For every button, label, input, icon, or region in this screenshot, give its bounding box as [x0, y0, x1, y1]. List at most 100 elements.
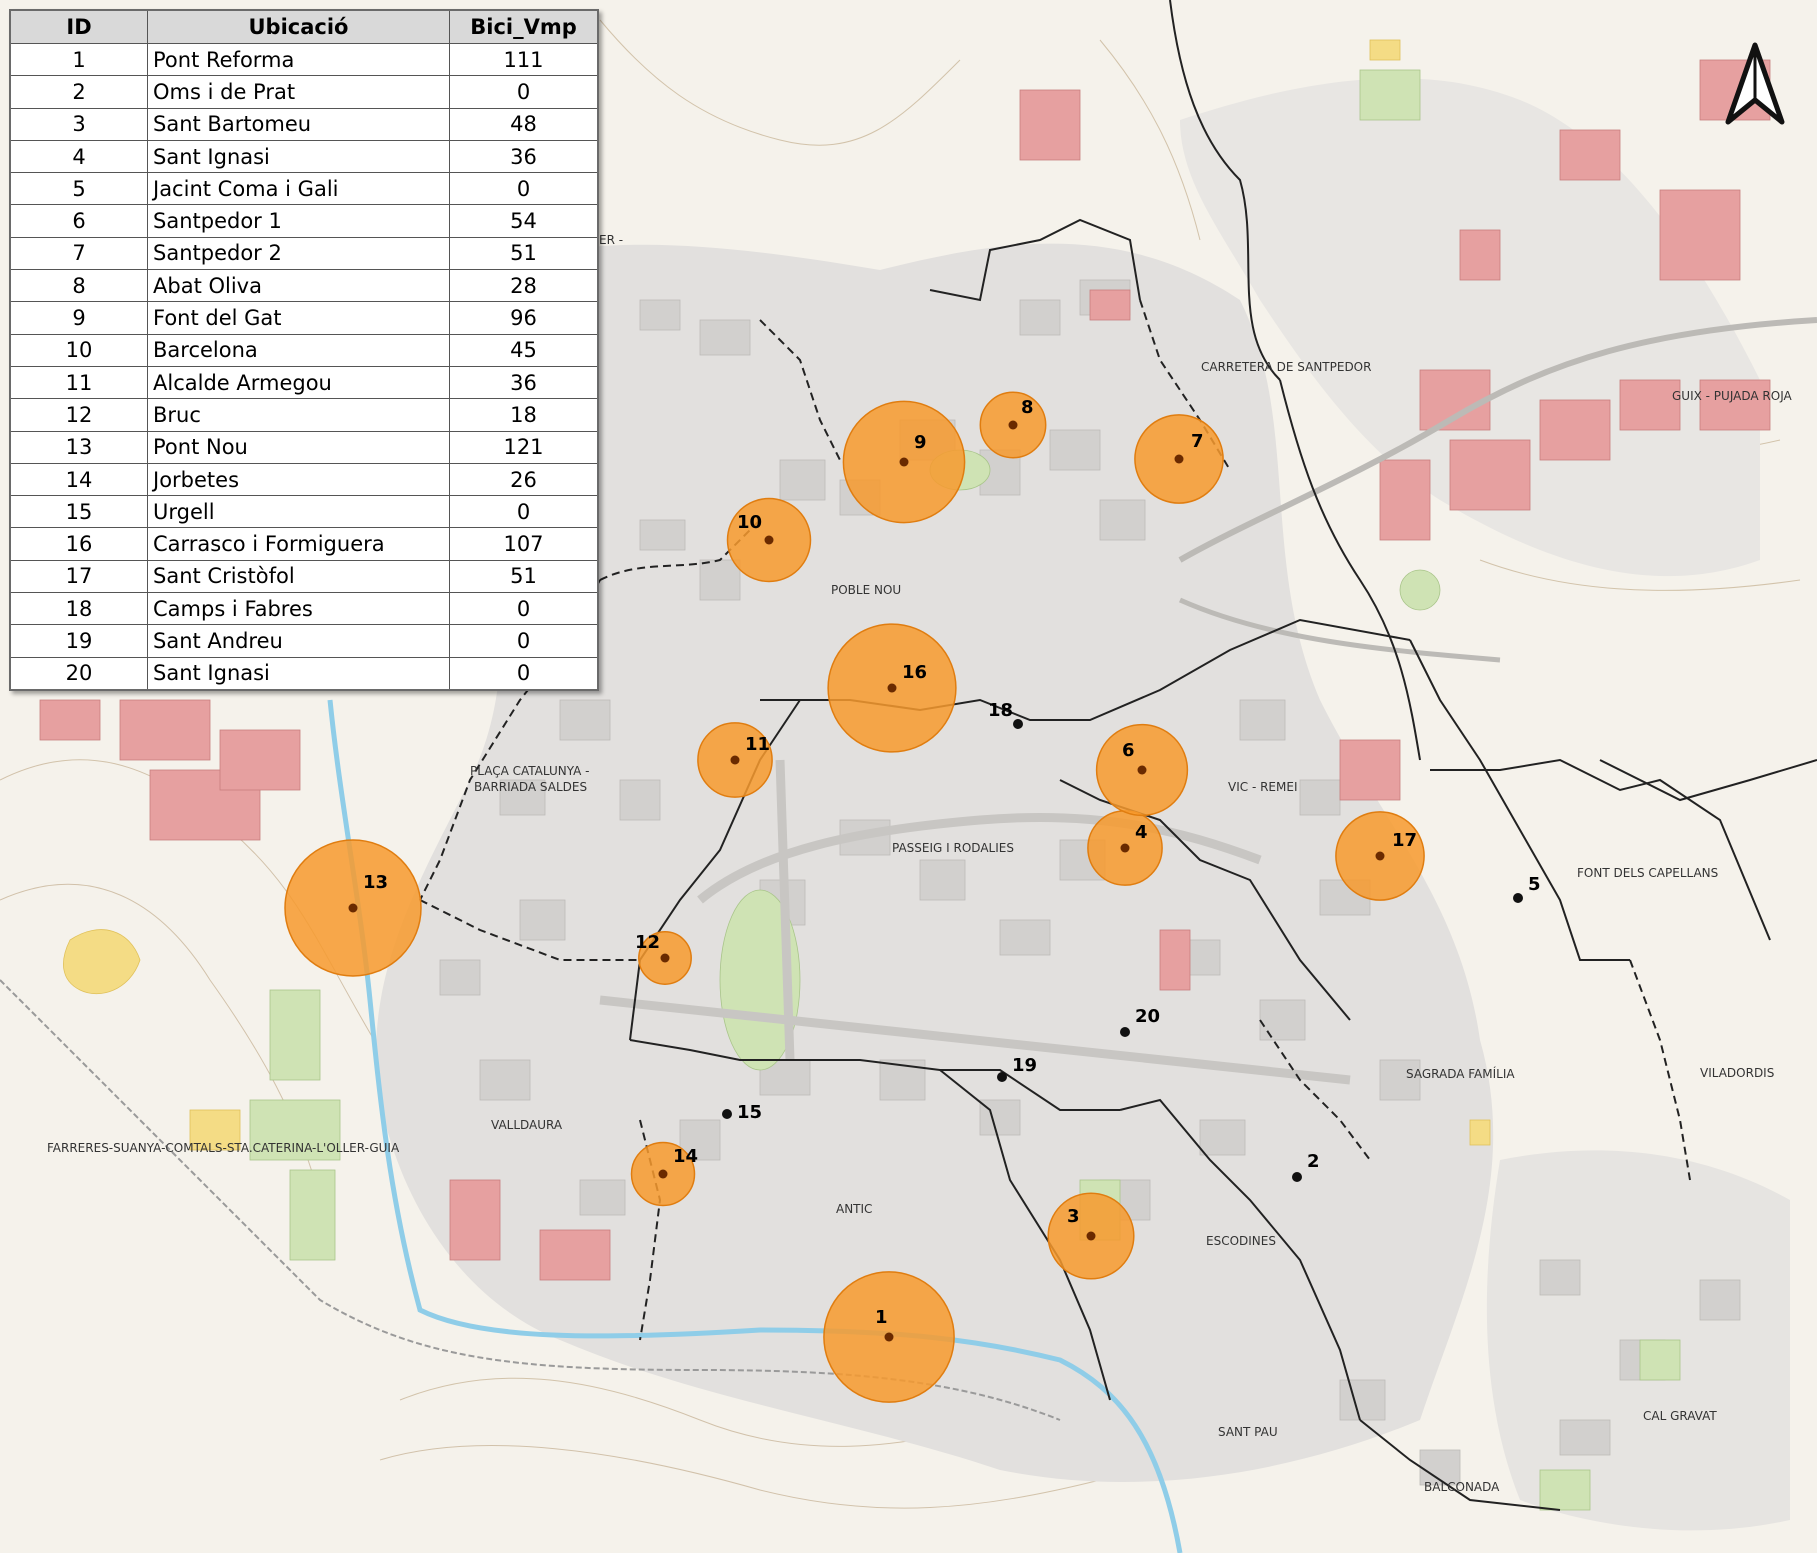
table-cell-location: Alcalde Armegou	[147, 365, 450, 400]
district-vic-remei: VIC - REMEI	[1228, 780, 1297, 794]
table-cell-location: Barcelona	[147, 333, 450, 367]
table-cell-id: 20	[9, 656, 148, 691]
column-header-id: ID	[9, 9, 148, 44]
table-cell-value: 26	[449, 462, 599, 497]
table-cell-location: Sant Ignasi	[147, 139, 450, 174]
table-cell-id: 7	[9, 236, 148, 271]
table-cell-value: 0	[449, 172, 599, 206]
table-cell-value: 0	[449, 495, 599, 529]
table-cell-id: 18	[9, 592, 148, 626]
point-dot-9	[899, 457, 909, 467]
point-dot-10	[764, 535, 774, 545]
table-cell-value: 48	[449, 107, 599, 141]
district-sagrada-familia: SAGRADA FAMÍLIA	[1406, 1066, 1515, 1081]
district-balconada: BALCONADA	[1424, 1480, 1500, 1494]
district-cal-gravat: CAL GRAVAT	[1643, 1409, 1717, 1423]
table-cell-value: 111	[449, 42, 599, 77]
point-label-4: 4	[1135, 822, 1148, 843]
district-sant-pau: SANT PAU	[1218, 1425, 1278, 1439]
table-cell-id: 1	[9, 42, 148, 77]
point-dot-17	[1375, 851, 1385, 861]
point-dot-8	[1008, 420, 1018, 430]
point-dot-11	[730, 755, 740, 765]
point-dot-12	[660, 953, 670, 963]
point-label-13: 13	[363, 872, 388, 893]
column-header-value: Bici_Vmp	[449, 9, 599, 44]
district-farreres: FARRERES-SUANYA-COMTALS-STA.CATERINA-L'O…	[47, 1141, 400, 1155]
table-cell-location: Bruc	[147, 398, 450, 432]
table-cell-value: 51	[449, 236, 599, 271]
district-valldaura: VALLDAURA	[491, 1118, 563, 1132]
point-dot-4	[1120, 843, 1130, 853]
table-cell-location: Sant Andreu	[147, 624, 450, 658]
district-placa-catalunya-2: BARRIADA SALDES	[474, 780, 587, 794]
point-dot-3	[1086, 1231, 1096, 1241]
table-cell-id: 2	[9, 75, 148, 109]
table-cell-value: 18	[449, 398, 599, 432]
table-cell-location: Abat Oliva	[147, 269, 450, 303]
table-cell-id: 4	[9, 139, 148, 174]
table-cell-id: 6	[9, 204, 148, 238]
table-cell-location: Camps i Fabres	[147, 592, 450, 626]
table-cell-location: Oms i de Prat	[147, 75, 450, 109]
table-cell-value: 54	[449, 204, 599, 238]
point-dot-13	[348, 903, 358, 913]
point-label-14: 14	[673, 1146, 698, 1167]
table-cell-location: Santpedor 1	[147, 204, 450, 238]
district-antic: ANTIC	[836, 1202, 872, 1216]
point-dot-7	[1174, 454, 1184, 464]
point-label-16: 16	[902, 662, 927, 683]
table-cell-location: Sant Bartomeu	[147, 107, 450, 141]
point-label-8: 8	[1021, 397, 1034, 418]
district-escodines: ESCODINES	[1206, 1234, 1276, 1248]
table-cell-location: Urgell	[147, 495, 450, 529]
district-viladordis: VILADORDIS	[1700, 1066, 1774, 1080]
table-cell-id: 14	[9, 462, 148, 497]
table-cell-location: Font del Gat	[147, 301, 450, 335]
district-passeig-rodalies: PASSEIG I RODALIES	[892, 841, 1014, 855]
table-cell-value: 107	[449, 527, 599, 561]
table-cell-id: 17	[9, 559, 148, 594]
point-dot-1	[884, 1332, 894, 1342]
table-cell-location: Santpedor 2	[147, 236, 450, 271]
point-label-5: 5	[1528, 874, 1541, 895]
point-dot-2	[1292, 1172, 1302, 1182]
table-cell-value: 96	[449, 301, 599, 335]
point-label-6: 6	[1122, 740, 1135, 761]
point-dot-14	[658, 1169, 668, 1179]
district-cut-label: ER -	[599, 233, 623, 247]
table-cell-location: Jacint Coma i Gali	[147, 172, 450, 206]
table-cell-value: 0	[449, 75, 599, 109]
district-carretera-santpedor: CARRETERA DE SANTPEDOR	[1201, 360, 1371, 374]
point-label-18: 18	[988, 700, 1013, 721]
point-label-10: 10	[737, 512, 762, 533]
point-label-2: 2	[1307, 1151, 1320, 1172]
table-cell-value: 0	[449, 592, 599, 626]
point-label-20: 20	[1135, 1006, 1160, 1027]
point-label-19: 19	[1012, 1055, 1037, 1076]
table-cell-value: 28	[449, 269, 599, 303]
table-cell-location: Pont Nou	[147, 430, 450, 464]
table-cell-location: Sant Cristòfol	[147, 559, 450, 594]
